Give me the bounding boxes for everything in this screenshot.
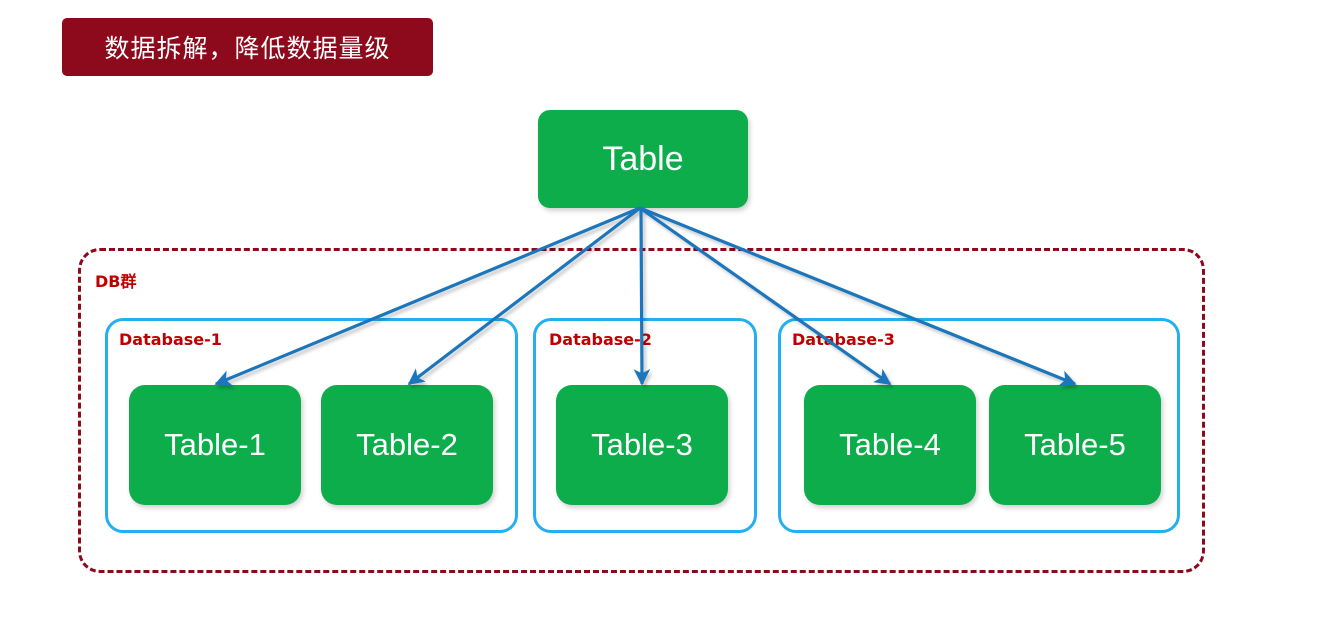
table-node-table-4: Table-4 [804,385,976,505]
table-node-label: Table-1 [164,427,266,462]
table-node-table-1: Table-1 [129,385,301,505]
table-node-table-2: Table-2 [321,385,493,505]
table-node-label: Table-2 [356,427,458,462]
table-node-table-3: Table-3 [556,385,728,505]
database-label-3: Database-3 [792,330,895,349]
db-cluster-label: DB群 [95,272,137,291]
title-text: 数据拆解，降低数据量级 [104,34,391,63]
table-node-label: Table [602,139,684,178]
table-node-label: Table-5 [1024,427,1126,462]
table-node-label: Table-3 [591,427,693,462]
table-node-root: Table [538,110,748,208]
table-node-label: Table-4 [839,427,941,462]
title-banner: 数据拆解，降低数据量级 [62,18,433,76]
database-label-2: Database-2 [549,330,652,349]
table-node-table-5: Table-5 [989,385,1161,505]
database-label-1: Database-1 [119,330,222,349]
